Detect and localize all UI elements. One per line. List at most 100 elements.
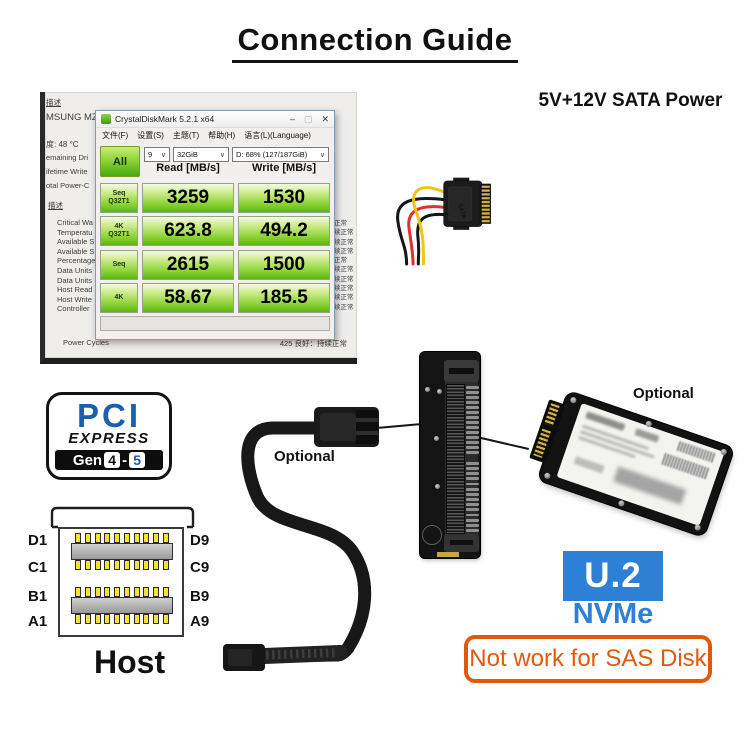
diskinfo-status: 续正常	[334, 294, 354, 302]
cdm-menu-item[interactable]: 语言(L)(Language)	[244, 130, 311, 140]
power-wire-yellow	[412, 186, 446, 266]
sas-warning-text: Not work for SAS Disk	[469, 645, 707, 672]
write-value-cell: 1500	[238, 250, 330, 280]
pin	[133, 533, 140, 543]
pin	[123, 587, 130, 597]
connector-bottom-cap	[444, 534, 479, 552]
ssd-screw	[617, 499, 626, 508]
pin	[143, 587, 150, 597]
cable-bottom-connector	[223, 644, 265, 671]
maximize-button[interactable]: ▢	[303, 113, 313, 124]
pin-label-b9: B9	[190, 588, 210, 605]
cdm-footer-bar	[100, 316, 330, 331]
diskinfo-status-list: 正常续正常续正常续正常正常续正常续正常续正常续正常续正常	[334, 219, 354, 312]
pin	[466, 487, 479, 491]
board-screw-hole	[434, 436, 439, 441]
diskinfo-attribute: Data Units	[57, 275, 93, 285]
pin-row	[75, 560, 169, 570]
pin	[133, 587, 140, 597]
diskinfo-temperature: 度: 48 °C	[46, 140, 79, 149]
diskinfo-line: ifetime Write	[46, 167, 88, 176]
row-label-button: 4K	[100, 283, 138, 313]
pin	[466, 503, 479, 507]
pin	[466, 523, 479, 527]
pin-label-d1: D1	[28, 532, 48, 549]
pin	[466, 396, 479, 399]
diskinfo-attribute: Host Write	[57, 294, 92, 304]
pin	[466, 411, 479, 414]
diskinfo-bottom-status: 425 良好：持续正常	[279, 339, 347, 348]
express-text: EXPRESS	[68, 429, 150, 447]
cdm-menu-item[interactable]: 设置(S)	[137, 130, 164, 140]
pin	[143, 614, 150, 624]
pin	[123, 614, 130, 624]
test-count-select[interactable]: 9 ∨	[144, 147, 170, 162]
chevron-down-icon: ∨	[219, 151, 225, 159]
pin-label-d9: D9	[190, 532, 210, 549]
pin	[466, 401, 479, 404]
pin	[123, 560, 130, 570]
diskinfo-status: 正常	[334, 220, 347, 227]
connection-line-board-to-ssd	[480, 437, 530, 451]
pin	[466, 441, 479, 444]
cdm-menu-item[interactable]: 帮助(H)	[208, 130, 236, 140]
sata-power-label: 5V+12V SATA Power	[538, 90, 723, 111]
cdm-window-title: CrystalDiskMark 5.2.1 x64	[115, 114, 215, 124]
ssd-screw	[569, 396, 578, 404]
pin-row	[75, 587, 169, 597]
row-label-button: Seq	[100, 250, 138, 280]
diskinfo-status: 续正常	[334, 285, 354, 293]
pin	[466, 482, 479, 486]
read-value-cell: 3259	[142, 183, 234, 213]
diskinfo-status: 续正常	[334, 238, 354, 246]
write-header: Write [MB/s]	[252, 162, 316, 174]
u2-host-cable	[223, 407, 379, 671]
diskinfo-power-cycles: Power Cycles	[63, 338, 109, 347]
pin	[84, 587, 91, 597]
row-label-button: Seq Q32T1	[100, 183, 138, 213]
pin	[84, 533, 91, 543]
minimize-button[interactable]: –	[289, 113, 295, 124]
pin	[133, 560, 140, 570]
pin	[114, 614, 121, 624]
pin	[94, 560, 101, 570]
connector-teeth-lower	[466, 462, 479, 532]
power-wires	[396, 186, 446, 266]
pci-text: PCI	[76, 396, 141, 434]
pin	[466, 467, 479, 470]
pinout-box	[58, 527, 184, 637]
gen5-box: 5	[129, 452, 146, 469]
power-wire-black	[416, 212, 446, 266]
board-screw-hole	[435, 484, 440, 489]
cdm-menu-item[interactable]: 文件(F)	[102, 130, 129, 140]
cable-braid-texture	[265, 648, 339, 660]
cdm-menu-item[interactable]: 主题(T)	[172, 130, 200, 140]
drive-select[interactable]: D: 68% (127/187GiB) ∨	[232, 147, 329, 162]
pin	[466, 421, 479, 424]
cdm-titlebar: CrystalDiskMark 5.2.1 x64 – ▢ ✕	[96, 111, 334, 128]
cable-top-connector	[314, 407, 379, 447]
pin	[75, 587, 81, 597]
pin-label-b1: B1	[28, 588, 48, 605]
pin	[466, 451, 479, 454]
ssd-label-sticker	[556, 403, 725, 526]
pcie-logo: PCI EXPRESS Gen 4 - 5	[46, 392, 172, 480]
pin	[114, 533, 121, 543]
test-size-select[interactable]: 32GiB ∨	[173, 147, 229, 162]
pin	[162, 533, 169, 543]
pin	[466, 518, 479, 522]
diskinfo-attribute: Temperatu	[57, 227, 93, 237]
chevron-down-icon: ∨	[160, 151, 166, 159]
pin-label-c9: C9	[190, 559, 210, 576]
all-button[interactable]: All	[100, 146, 140, 177]
close-button[interactable]: ✕	[321, 113, 329, 124]
pin	[466, 391, 479, 394]
pin	[466, 386, 479, 389]
ssd-screw	[543, 471, 552, 480]
connector-top-cap	[444, 360, 479, 382]
cdm-menubar: 文件(F) 设置(S) 主题(T) 帮助(H) 语言(L)(Language)	[96, 128, 334, 142]
pin	[162, 560, 169, 570]
row-label-button: 4K Q32T1	[100, 216, 138, 246]
diskinfo-status: 正常	[334, 257, 347, 265]
